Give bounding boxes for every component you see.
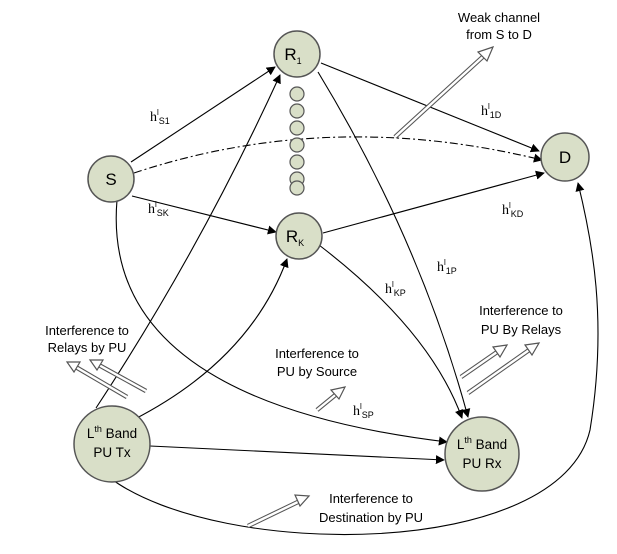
- edge-putx-rk: [132, 258, 289, 421]
- edge-r1-purx: [317, 71, 471, 418]
- node-source: S: [87, 155, 135, 203]
- node-relay-1-label: R1: [284, 45, 301, 66]
- node-pu-rx: Lth Band PU Rx: [444, 416, 520, 492]
- node-pu-tx-line2: PU Tx: [93, 445, 131, 460]
- relay-ellipsis-dots: [289, 86, 305, 196]
- node-pu-tx-line1: Lth Band: [87, 424, 137, 441]
- node-relay-1: R1: [273, 30, 321, 78]
- edge-s-d-weak: [133, 136, 543, 174]
- edge-putx-purx: [149, 445, 445, 465]
- interference-source-arrow: [315, 386, 347, 412]
- node-relay-k-label: RK: [286, 227, 304, 248]
- node-destination-label: D: [559, 148, 571, 167]
- annotation-pu-by-relays-line1: Interference to: [479, 303, 563, 318]
- label-h-1p: hl1P: [437, 258, 457, 276]
- nodes: S D R1 RK Lth Band: [73, 30, 590, 492]
- annotation-pu-by-relays-line2: PU By Relays: [481, 322, 562, 337]
- edge-rk-d: [322, 170, 545, 234]
- node-pu-tx: Lth Band PU Tx: [73, 405, 151, 483]
- node-pu-rx-line1: Lth Band: [457, 435, 507, 452]
- channel-labels: hlS1 hlSK hl1D hlKD hl1P hlKP hlSP: [148, 102, 524, 420]
- annotations: Weak channel from S to D Interference to…: [45, 10, 563, 525]
- label-h-sp: hlSP: [353, 402, 374, 420]
- label-h-s1: hlS1: [150, 108, 170, 126]
- label-h-kp: hlKP: [385, 280, 406, 298]
- annotation-destination-by-pu-line1: Interference to: [329, 491, 413, 506]
- interference-destination-arrow: [247, 494, 311, 529]
- weak-channel-arrow: [393, 46, 495, 139]
- node-destination: D: [540, 132, 590, 182]
- edge-putx-r1: [95, 74, 281, 409]
- edge-rk-purx: [318, 244, 464, 419]
- label-h-kd: hlKD: [502, 201, 524, 219]
- annotation-weak-channel-line2: from S to D: [466, 27, 532, 42]
- node-source-label: S: [105, 170, 116, 189]
- interference-arrows: [65, 46, 541, 529]
- edge-s-r1: [130, 66, 276, 163]
- interference-relays-arrow-1: [65, 361, 129, 399]
- edge-putx-d: [109, 182, 599, 536]
- annotation-destination-by-pu-line2: Destination by PU: [319, 510, 423, 525]
- label-h-1d: hl1D: [481, 102, 502, 120]
- interference-relays-pu-arrow-2: [466, 342, 541, 395]
- annotation-pu-by-source-line2: PU by Source: [277, 364, 357, 379]
- interference-relays-arrow-2: [88, 359, 148, 393]
- node-relay-k: RK: [275, 212, 323, 260]
- annotation-weak-channel-line1: Weak channel: [458, 10, 540, 25]
- annotation-relays-by-pu-line2: Relays by PU: [48, 340, 127, 355]
- annotation-relays-by-pu-line1: Interference to: [45, 323, 129, 338]
- label-h-sk: hlSK: [148, 200, 169, 218]
- annotation-pu-by-source-line1: Interference to: [275, 346, 359, 361]
- edge-s-rk: [131, 195, 277, 235]
- edge-s-purx: [115, 199, 448, 446]
- interference-relays-pu-arrow-1: [459, 344, 509, 379]
- node-pu-rx-line2: PU Rx: [462, 456, 501, 471]
- channel-edges: [95, 62, 599, 536]
